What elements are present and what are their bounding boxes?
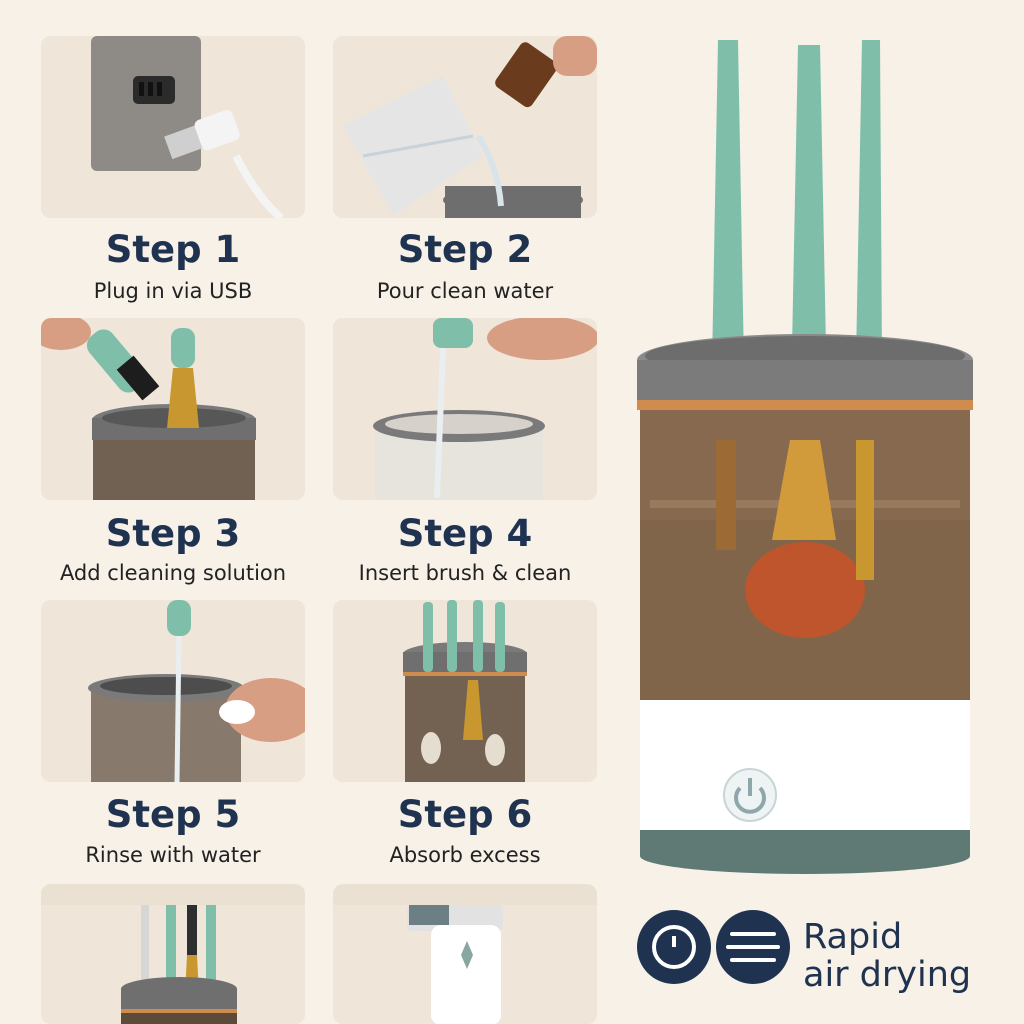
step-6-subtitle: Absorb excess	[389, 843, 541, 867]
step-5-title: Step 5	[105, 793, 241, 836]
feature-line-2: air drying	[803, 955, 972, 995]
step-2-subtitle: Pour clean water	[376, 279, 554, 303]
step-2-title: Step 2	[397, 228, 533, 271]
feature-line-1: Rapid	[803, 917, 903, 957]
step-4-title: Step 4	[397, 512, 533, 555]
step-4-image	[333, 318, 597, 500]
step-3-subtitle: Add cleaning solution	[59, 561, 287, 585]
feature-label: Rapid air drying	[803, 918, 971, 994]
step-2-image	[333, 36, 597, 218]
step-4-subtitle: Insert brush & clean	[358, 561, 572, 585]
timer-icon	[637, 910, 711, 984]
brush-cleaner-device	[620, 30, 990, 900]
drying-image-1	[41, 884, 305, 1024]
step-3-image	[41, 318, 305, 500]
drying-image-2	[333, 884, 597, 1024]
step-3-title: Step 3	[105, 512, 241, 555]
step-1-title: Step 1	[105, 228, 241, 271]
step-5-image	[41, 600, 305, 782]
step-5-subtitle: Rinse with water	[85, 843, 261, 867]
power-icon[interactable]	[724, 769, 776, 821]
step-6-title: Step 6	[397, 793, 533, 836]
airflow-icon	[716, 910, 790, 984]
step-6-image	[333, 600, 597, 782]
step-1-image	[41, 36, 305, 218]
step-1-subtitle: Plug in via USB	[93, 279, 253, 303]
